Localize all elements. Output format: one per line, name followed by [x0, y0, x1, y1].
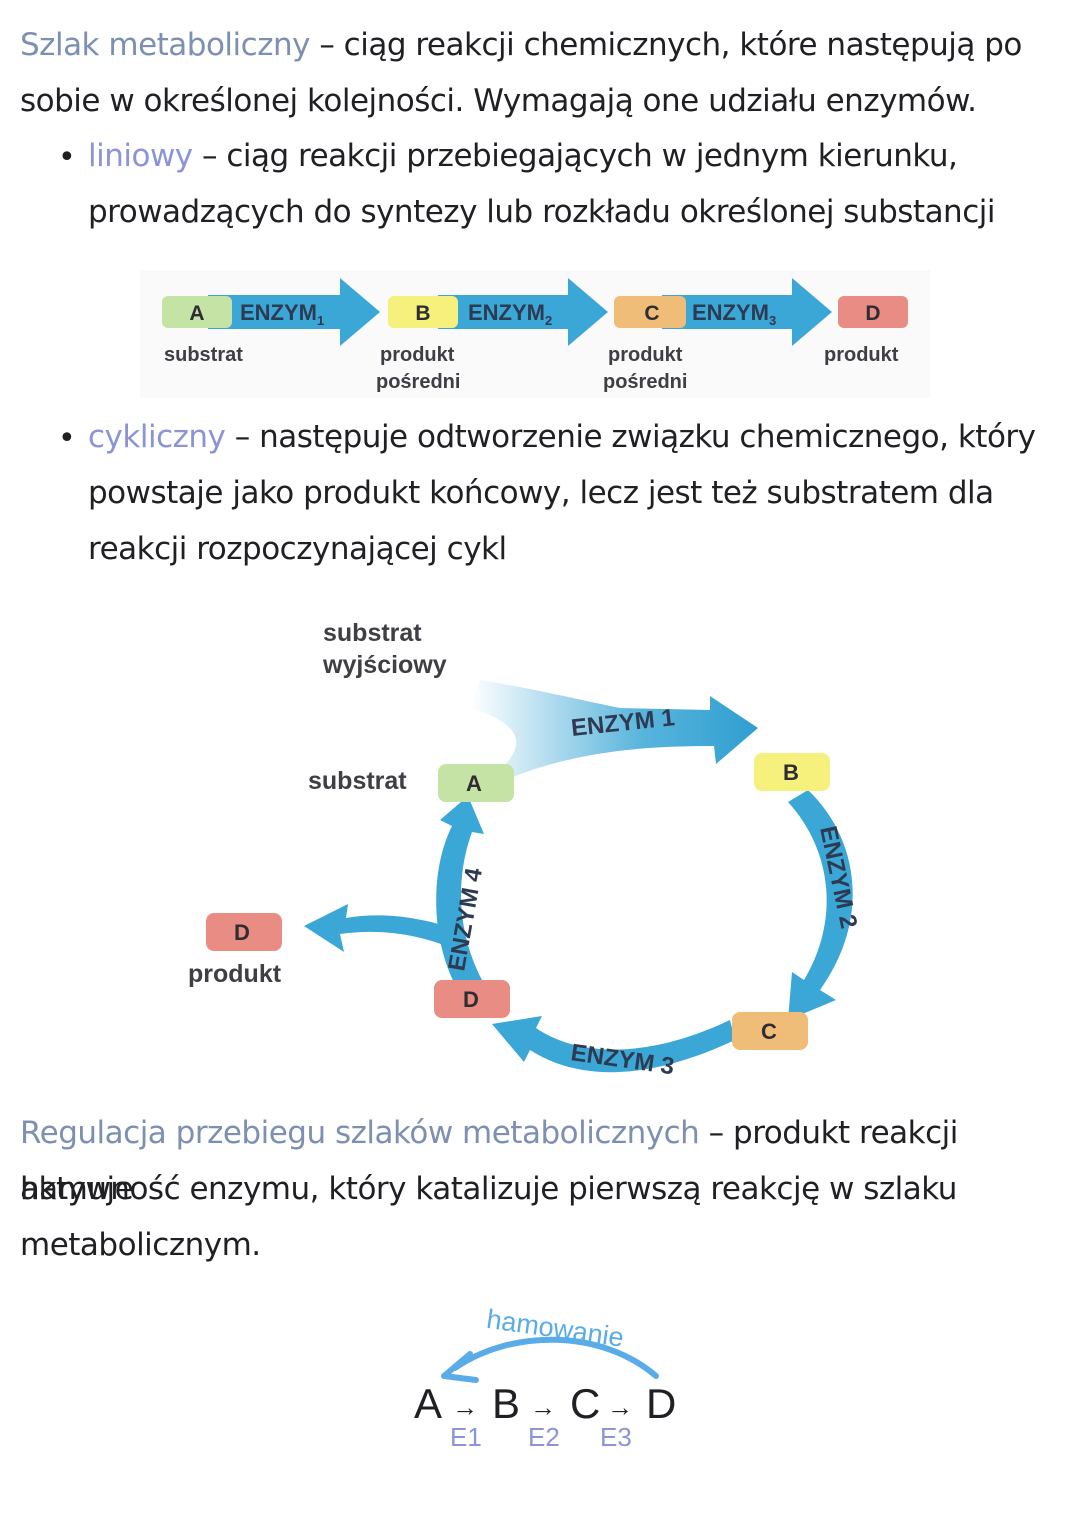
term-linear: liniowy — [88, 138, 193, 174]
definition-metabolic-pathway: Szlak metaboliczny – ciąg reakcji chemic… — [20, 17, 1022, 73]
cyclic-text-line2: powstaje jako produkt końcowy, lecz jest… — [88, 475, 994, 511]
cyclic-text-line1: – następuje odtworzenie związku chemiczn… — [225, 419, 1036, 455]
regulation-text-line2: aktywność enzymu, który katalizuje pierw… — [20, 1171, 957, 1207]
box-d — [838, 296, 908, 328]
cycle-box-d-label: D — [463, 987, 479, 1012]
box-a-label: A — [189, 302, 204, 325]
chain-b: B — [492, 1380, 520, 1427]
box-c-label: C — [644, 302, 659, 325]
enzyme-arrow-1 — [470, 680, 758, 778]
definition-text-line2: sobie w określonej kolejności. Wymagają … — [20, 83, 977, 119]
enzyme-arrow-3 — [662, 278, 832, 346]
cyclic-pathway-diagram: A B C D D substrat wyjściowy substrat pr… — [180, 600, 880, 1100]
chain-arrow-3: → — [607, 1392, 633, 1422]
box-c — [614, 296, 686, 328]
enzyme-arrow-1 — [208, 278, 380, 346]
box-b — [388, 296, 458, 328]
enzyme-arrow-2 — [438, 278, 608, 346]
bullet-icon: • — [58, 140, 76, 175]
enzyme-arrow-3 — [492, 1016, 735, 1073]
linear-pathway-diagram: A B C D ENZYM1 ENZYM2 ENZYM3 substrat pr… — [140, 270, 930, 398]
definition-text-line1: – ciąg reakcji chemicznych, które następ… — [309, 27, 1022, 63]
enzyme-e2: E2 — [528, 1422, 560, 1452]
regulation-text-line3: metabolicznym. — [20, 1227, 261, 1263]
cycle-box-c — [732, 1012, 808, 1050]
cycle-box-c-label: C — [761, 1019, 777, 1044]
definition-cyclic: cykliczny – następuje odtworzenie związk… — [88, 409, 1036, 465]
regulation-text-line1: – produkt reakcji hamuje — [20, 1115, 958, 1207]
product-box-d — [206, 913, 282, 951]
box-d-label: D — [865, 302, 880, 325]
label-produkt-final: produkt — [824, 344, 899, 366]
label-produkt2-l1: produkt — [608, 344, 683, 366]
label-produkt1-l1: produkt — [380, 344, 455, 366]
box-a — [162, 296, 232, 328]
label-produkt1-l2: pośredni — [376, 371, 460, 393]
chain-a: A — [414, 1380, 442, 1427]
product-box-d-label: D — [234, 920, 250, 945]
cycle-box-b-label: B — [783, 760, 799, 785]
term-metabolic-pathway: Szlak metaboliczny — [20, 27, 310, 63]
cyclic-text-line3: reakcji rozpoczynającej cykl — [88, 531, 507, 567]
cycle-box-b — [754, 753, 830, 791]
enzyme-e1: E1 — [450, 1422, 482, 1452]
enzyme-e3: E3 — [600, 1422, 632, 1452]
linear-text-line1: – ciąg reakcji przebiegających w jednym … — [192, 138, 958, 174]
enzym3-label: ENZYM3 — [692, 300, 776, 328]
feedback-inhibition-diagram: hamowanie A → B → C → D E1 E2 E3 — [414, 1304, 676, 1452]
inhibition-arrow — [452, 1336, 659, 1379]
enzym2-label: ENZYM2 — [468, 300, 552, 328]
term-regulation: Regulacja przebiegu szlaków metaboliczny… — [20, 1115, 700, 1151]
linear-text-line2: prowadzących do syntezy lub rozkładu okr… — [88, 194, 995, 230]
chain-arrow-2: → — [530, 1392, 556, 1422]
label-substrat: substrat — [164, 344, 243, 366]
label-substrat: substrat — [308, 767, 407, 795]
term-cyclic: cykliczny — [88, 419, 226, 455]
label-produkt: produkt — [188, 960, 282, 988]
chain-arrow-1: → — [452, 1392, 478, 1422]
label-substrat-wyjsciowy-l2: wyjściowy — [322, 651, 447, 679]
definition-linear: liniowy – ciąg reakcji przebiegających w… — [88, 128, 958, 184]
definition-regulation: Regulacja przebiegu szlaków metaboliczny… — [20, 1105, 1080, 1217]
chain-d: D — [646, 1380, 676, 1427]
box-b-label: B — [415, 302, 430, 325]
cycle-box-a — [438, 764, 514, 802]
inhibition-arrowhead-icon — [441, 1351, 479, 1383]
enzyme-arrow-2 — [788, 790, 853, 1020]
label-substrat-wyjsciowy-l1: substrat — [323, 619, 422, 647]
bullet-icon: • — [58, 421, 76, 456]
product-exit-arrow — [304, 904, 464, 952]
chain-c: C — [570, 1380, 600, 1427]
cycle-box-a-label: A — [466, 771, 482, 796]
cycle-box-d — [434, 980, 510, 1018]
enzym1-label: ENZYM1 — [240, 300, 324, 328]
label-produkt2-l2: pośredni — [603, 371, 687, 393]
